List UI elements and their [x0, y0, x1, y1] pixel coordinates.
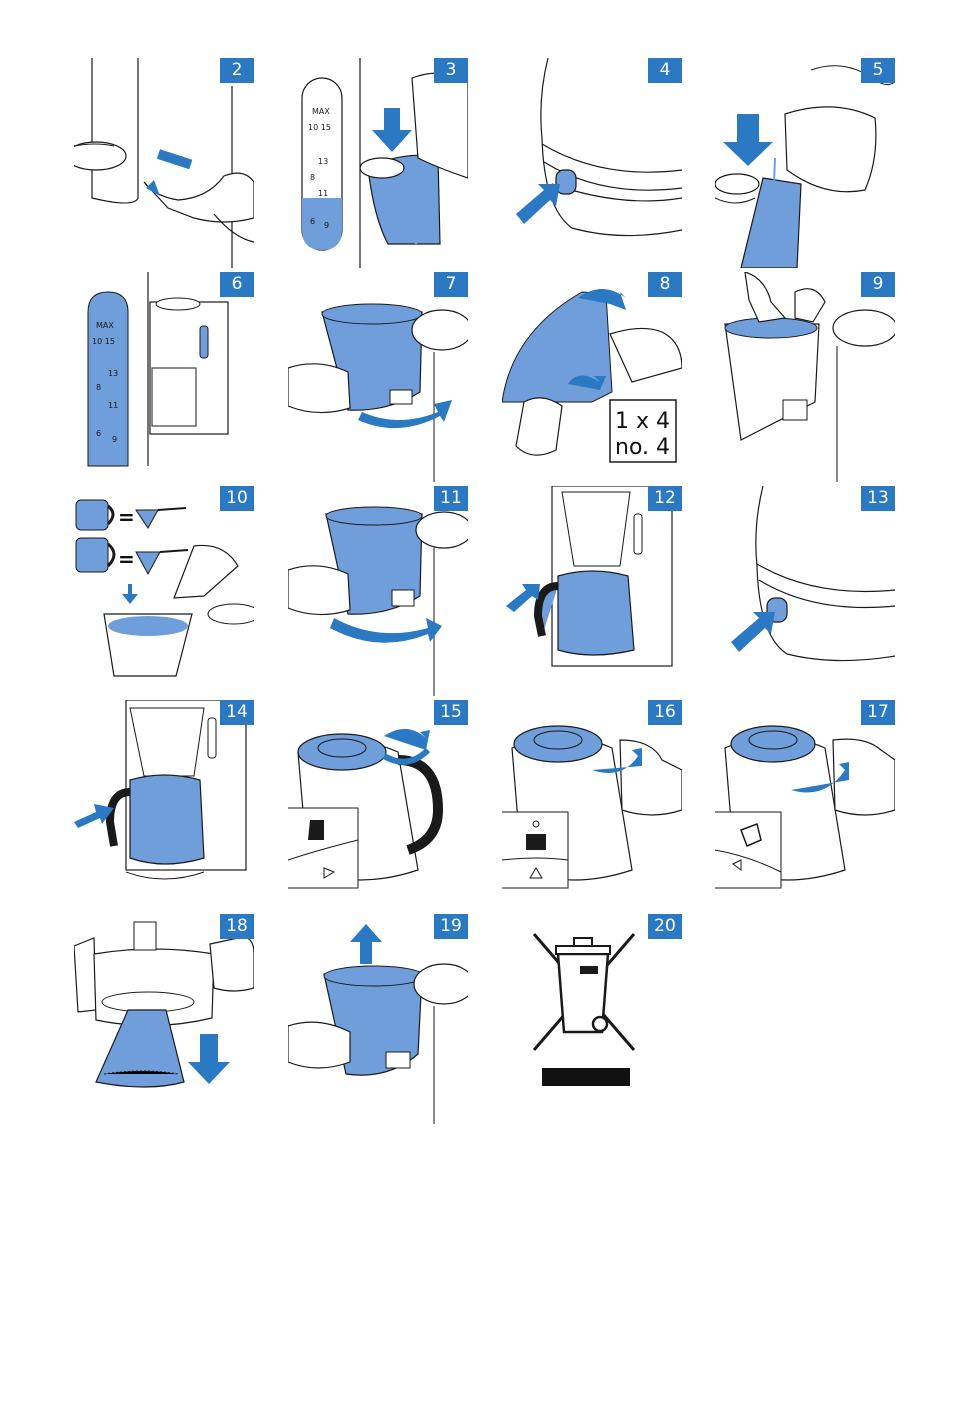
svg-text:10 15: 10 15	[308, 123, 331, 132]
step-number: 8	[648, 272, 682, 297]
svg-text:11: 11	[318, 189, 328, 198]
svg-text:6: 6	[96, 429, 101, 438]
svg-text:MAX: MAX	[96, 321, 114, 330]
step-number: 12	[648, 486, 682, 511]
step-number: 14	[220, 700, 254, 725]
step-number: 18	[220, 914, 254, 939]
step-number: 2	[220, 58, 254, 83]
cup-equals-2: =	[118, 547, 135, 571]
step-number: 11	[434, 486, 468, 511]
step-17-panel: 17	[715, 700, 895, 910]
svg-text:9: 9	[324, 221, 329, 230]
plug-power-cord-icon	[74, 58, 254, 268]
fold-paper-filter-icon: 1 x 4 no. 4	[502, 289, 682, 463]
svg-text:10 15: 10 15	[92, 337, 115, 346]
step-19-panel: 19	[288, 914, 468, 1124]
svg-text:13: 13	[108, 369, 118, 378]
step-number: 4	[648, 58, 682, 83]
cup-equals-1: =	[118, 505, 135, 529]
step-number: 19	[434, 914, 468, 939]
step-5-panel: 5	[715, 58, 895, 268]
step-number: 6	[220, 272, 254, 297]
weee-crossed-bin-icon	[532, 933, 636, 1086]
step-16-panel: 16	[502, 700, 682, 910]
step-13-panel: 13	[715, 486, 895, 696]
close-filter-holder-icon	[288, 506, 468, 696]
step-number: 7	[434, 272, 468, 297]
fill-water-tank-icon: MAX 10 15 13 8 11 6 9	[301, 58, 468, 268]
place-jug-icon	[506, 486, 673, 667]
press-power-button-icon	[516, 58, 682, 237]
step-20-panel: 20	[502, 914, 682, 1124]
step-10-panel: = = 10	[74, 486, 254, 696]
step-6-panel: MAX 10 15 13 8 11 6 9 6	[74, 272, 254, 482]
step-18-panel: 18	[74, 914, 254, 1124]
step-12-panel: 12	[502, 486, 682, 696]
step-number: 3	[434, 58, 468, 83]
svg-text:8: 8	[310, 173, 315, 182]
step-9-panel: 9	[715, 272, 895, 482]
step-14-panel: 14	[74, 700, 254, 910]
step-3-panel: MAX 10 15 13 8 11 6 9 3	[288, 58, 468, 268]
water-level-scale-icon: MAX 10 15 13 8 11 6 9	[87, 272, 229, 467]
filter-box-line1: 1 x 4	[615, 409, 670, 434]
discard-filter-icon	[74, 921, 254, 1088]
pour-water-jug-icon	[715, 65, 895, 268]
insert-paper-filter-icon	[724, 272, 895, 482]
scale-max: MAX	[312, 107, 330, 116]
step-number: 9	[861, 272, 895, 297]
step-4-panel: 4	[502, 58, 682, 268]
add-ground-coffee-icon: = =	[75, 499, 254, 677]
svg-text:9: 9	[112, 435, 117, 444]
svg-text:13: 13	[318, 157, 328, 166]
turn-lid-pour-icon	[502, 725, 682, 889]
step-number: 17	[861, 700, 895, 725]
step-7-panel: 7	[288, 272, 468, 482]
step-number: 13	[861, 486, 895, 511]
step-number: 16	[648, 700, 682, 725]
filter-box-line2: no. 4	[615, 435, 670, 460]
svg-text:6: 6	[310, 217, 315, 226]
step-number: 20	[648, 914, 682, 939]
step-number: 10	[220, 486, 254, 511]
svg-text:8: 8	[96, 383, 101, 392]
step-number: 15	[434, 700, 468, 725]
step-2-panel: 2	[74, 58, 254, 268]
remove-jug-icon	[74, 700, 247, 880]
press-power-button-icon	[731, 486, 895, 662]
step-8-panel: 1 x 4 no. 4 8	[502, 272, 682, 482]
lift-filter-holder-icon	[288, 924, 468, 1124]
step-number: 5	[861, 58, 895, 83]
step-11-panel: 11	[288, 486, 468, 696]
step-15-panel: 15	[288, 700, 468, 910]
svg-text:11: 11	[108, 401, 118, 410]
swing-out-filter-holder-icon	[288, 303, 468, 482]
turn-lid-open-icon	[715, 725, 895, 889]
turn-lid-closed-icon	[288, 728, 444, 889]
